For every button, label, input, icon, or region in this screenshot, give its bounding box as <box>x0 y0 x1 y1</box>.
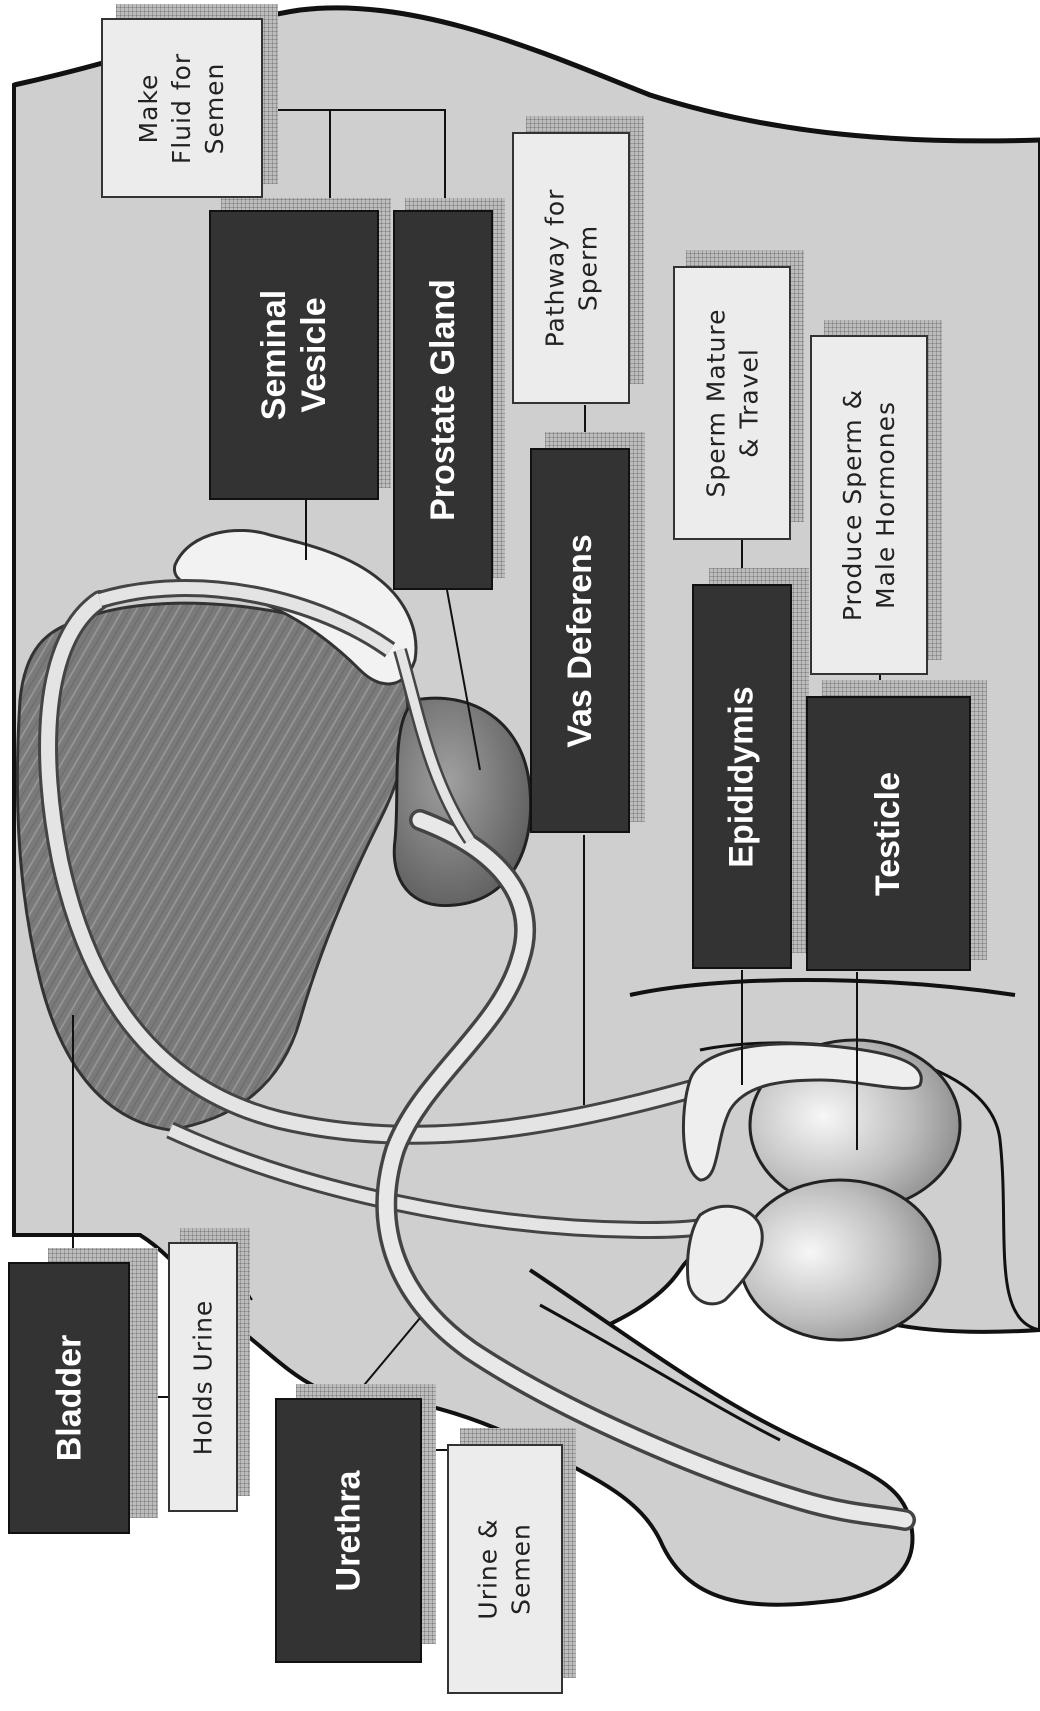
label-vas-deferens: Vas Deferens <box>530 448 630 833</box>
label-bladder-text: Bladder <box>50 1334 88 1462</box>
label-seminal-vesicle-text: Seminal Vesicle <box>254 289 333 421</box>
label-prostate-gland-text: Prostate Gland <box>424 279 462 521</box>
label-urine-semen-text: Urine & Semen <box>473 1518 536 1620</box>
label-bladder: Bladder <box>8 1262 130 1534</box>
label-epididymis-text: Epididymis <box>723 685 761 868</box>
label-make-fluid: Make Fluid for Semen <box>101 18 263 198</box>
label-prostate-gland: Prostate Gland <box>393 210 493 590</box>
label-pathway-for-sperm: Pathway for Sperm <box>512 132 630 404</box>
label-urine-semen: Urine & Semen <box>447 1444 563 1694</box>
label-pathway-for-sperm-text: Pathway for Sperm <box>540 188 602 348</box>
label-urethra: Urethra <box>275 1398 422 1663</box>
label-seminal-vesicle: Seminal Vesicle <box>209 210 379 500</box>
testicle-shape-lower <box>738 1178 942 1342</box>
label-sperm-mature: Sperm Mature & Travel <box>673 266 791 540</box>
label-produce-sperm-text: Produce Sperm & Male Hormones <box>838 388 901 622</box>
label-epididymis: Epididymis <box>692 584 792 969</box>
label-make-fluid-text: Make Fluid for Semen <box>134 52 230 164</box>
label-sperm-mature-text: Sperm Mature & Travel <box>701 308 763 498</box>
label-vas-deferens-text: Vas Deferens <box>561 533 599 748</box>
label-testicle-text: Testicle <box>869 771 908 896</box>
label-holds-urine-text: Holds Urine <box>188 1299 218 1455</box>
label-produce-sperm: Produce Sperm & Male Hormones <box>810 335 928 675</box>
label-testicle: Testicle <box>806 696 971 971</box>
label-urethra-text: Urethra <box>329 1470 368 1591</box>
label-holds-urine: Holds Urine <box>168 1242 238 1512</box>
